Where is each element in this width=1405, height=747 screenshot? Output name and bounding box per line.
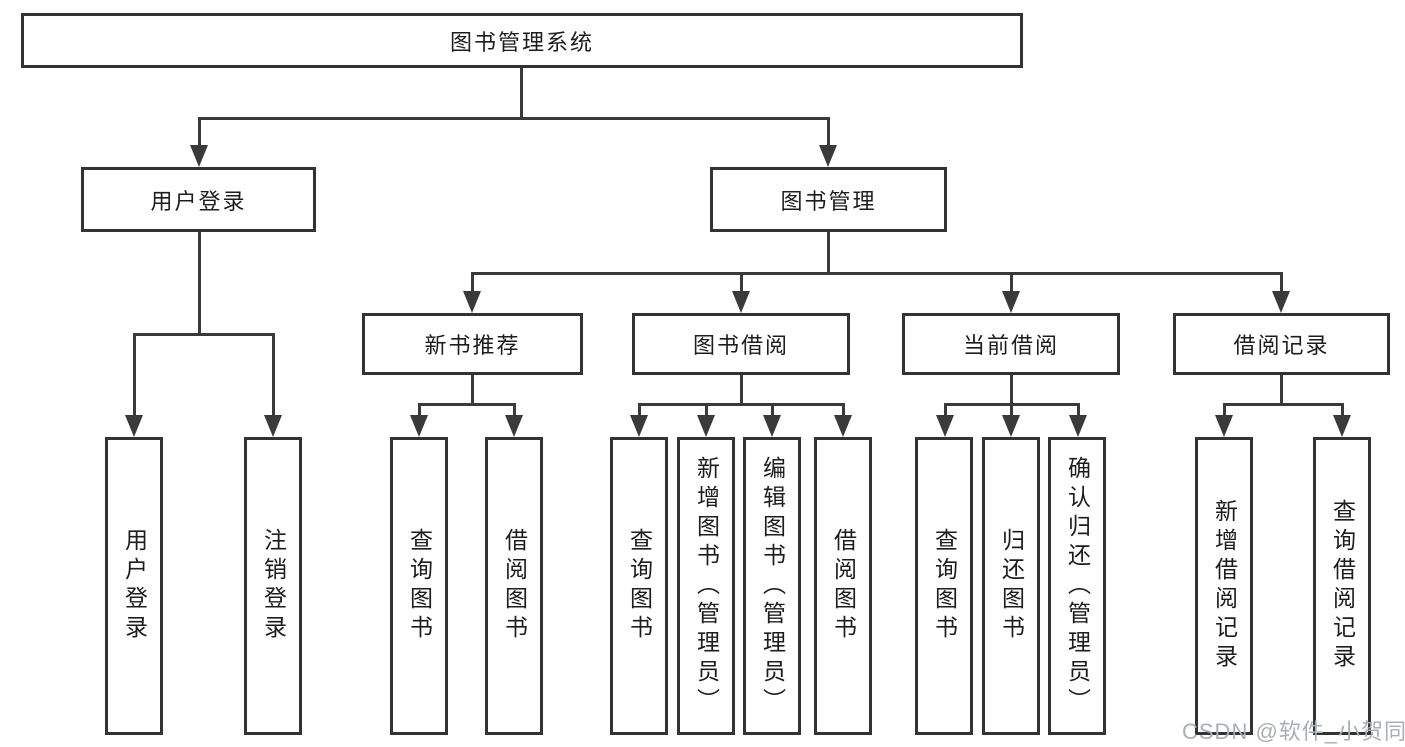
connector-line [1341, 403, 1344, 420]
node-label: 图书管理系统 [449, 29, 594, 55]
node-label: 新增图书（管理员） [693, 455, 720, 717]
connector-arrowhead [819, 145, 837, 167]
node-label: 编辑图书（管理员） [759, 455, 786, 717]
connector-line [1010, 375, 1013, 406]
leaf-user-login: 用户登录 [105, 437, 163, 735]
node-label: 借阅记录 [1233, 333, 1330, 358]
node-label: 图书管理 [780, 188, 877, 214]
connector-line [520, 68, 523, 119]
node-label: 查询图书 [406, 528, 433, 644]
connector-arrowhead [834, 415, 852, 437]
node-label: 查询图书 [626, 528, 653, 644]
node-label: 注销登录 [260, 528, 287, 644]
connector-line [1223, 403, 1344, 406]
connector-arrowhead [1002, 291, 1020, 313]
leaf-add-books-admin: 新增图书（管理员） [677, 437, 735, 735]
node-label: 借阅图书 [501, 528, 528, 644]
leaf-logout: 注销登录 [244, 437, 302, 735]
connector-line [1280, 375, 1283, 406]
node-borrowing-records: 借阅记录 [1173, 313, 1390, 375]
leaf-return-books: 归还图书 [982, 437, 1040, 735]
connector-arrowhead [630, 415, 648, 437]
watermark: CSDN @软件_小贺同学 [1182, 719, 1405, 744]
leaf-edit-books-admin: 编辑图书（管理员） [743, 437, 801, 735]
connector-line [827, 117, 830, 151]
connector-line [418, 403, 421, 420]
connector-arrowhead [1002, 415, 1020, 437]
leaf-borrow-books-borrowing: 借阅图书 [814, 437, 872, 735]
node-label: 新书推荐 [424, 333, 521, 358]
connector-line [1223, 403, 1226, 420]
connector-arrowhead [732, 291, 750, 313]
connector-line [638, 403, 641, 420]
connector-line [638, 403, 845, 406]
node-label: 用户登录 [150, 188, 247, 214]
connector-line [740, 375, 743, 406]
node-label: 确认归还（管理员） [1064, 455, 1091, 717]
node-label: 用户登录 [121, 528, 148, 644]
node-library-management-system: 图书管理系统 [21, 13, 1023, 68]
connector-arrowhead [410, 415, 428, 437]
connector-line [198, 117, 201, 151]
leaf-add-borrow-record: 新增借阅记录 [1195, 437, 1253, 735]
connector-line [705, 403, 708, 420]
connector-line [272, 333, 275, 420]
node-book-borrowing: 图书借阅 [632, 313, 850, 375]
leaf-query-books-recommend: 查询图书 [390, 437, 448, 735]
connector-arrowhead [936, 415, 954, 437]
connector-line [944, 403, 947, 420]
connector-arrowhead [264, 415, 282, 437]
connector-line [471, 272, 474, 295]
node-label: 当前借阅 [962, 333, 1059, 358]
connector-line [133, 333, 275, 336]
connector-line [827, 232, 830, 274]
node-book-management: 图书管理 [710, 167, 947, 232]
connector-line [1010, 272, 1013, 295]
connector-line [1077, 403, 1080, 420]
leaf-confirm-return-admin: 确认归还（管理员） [1048, 437, 1106, 735]
node-user-login: 用户登录 [81, 167, 316, 232]
connector-line [418, 403, 516, 406]
connector-line [471, 375, 474, 406]
connector-arrowhead [697, 415, 715, 437]
connector-arrowhead [1272, 291, 1290, 313]
connector-arrowhead [1069, 415, 1087, 437]
leaf-borrow-books-recommend: 借阅图书 [485, 437, 543, 735]
connector-line [198, 232, 201, 335]
connector-arrowhead [463, 291, 481, 313]
connector-arrowhead [1333, 415, 1351, 437]
connector-arrowhead [505, 415, 523, 437]
connector-line [740, 272, 743, 295]
connector-line [1280, 272, 1283, 295]
leaf-query-borrow-record: 查询借阅记录 [1313, 437, 1371, 735]
node-label: 查询借阅记录 [1329, 499, 1356, 673]
connector-line [513, 403, 516, 420]
node-new-book-recommend: 新书推荐 [362, 313, 583, 375]
connector-line [771, 403, 774, 420]
node-current-borrowing: 当前借阅 [902, 313, 1120, 375]
leaf-query-books-borrowing: 查询图书 [610, 437, 668, 735]
connector-line [1010, 403, 1013, 420]
node-label: 图书借阅 [692, 333, 789, 358]
connector-line [471, 272, 1283, 275]
node-label: 借阅图书 [830, 528, 857, 644]
connector-arrowhead [190, 145, 208, 167]
connector-arrowhead [1215, 415, 1233, 437]
connector-line [842, 403, 845, 420]
node-label: 查询图书 [931, 528, 958, 644]
connector-arrowhead [763, 415, 781, 437]
leaf-query-books-current: 查询图书 [915, 437, 973, 735]
connector-arrowhead [125, 415, 143, 437]
node-label: 归还图书 [998, 528, 1025, 644]
node-label: 新增借阅记录 [1211, 499, 1238, 673]
connector-line [133, 333, 136, 420]
connector-line [198, 117, 830, 120]
